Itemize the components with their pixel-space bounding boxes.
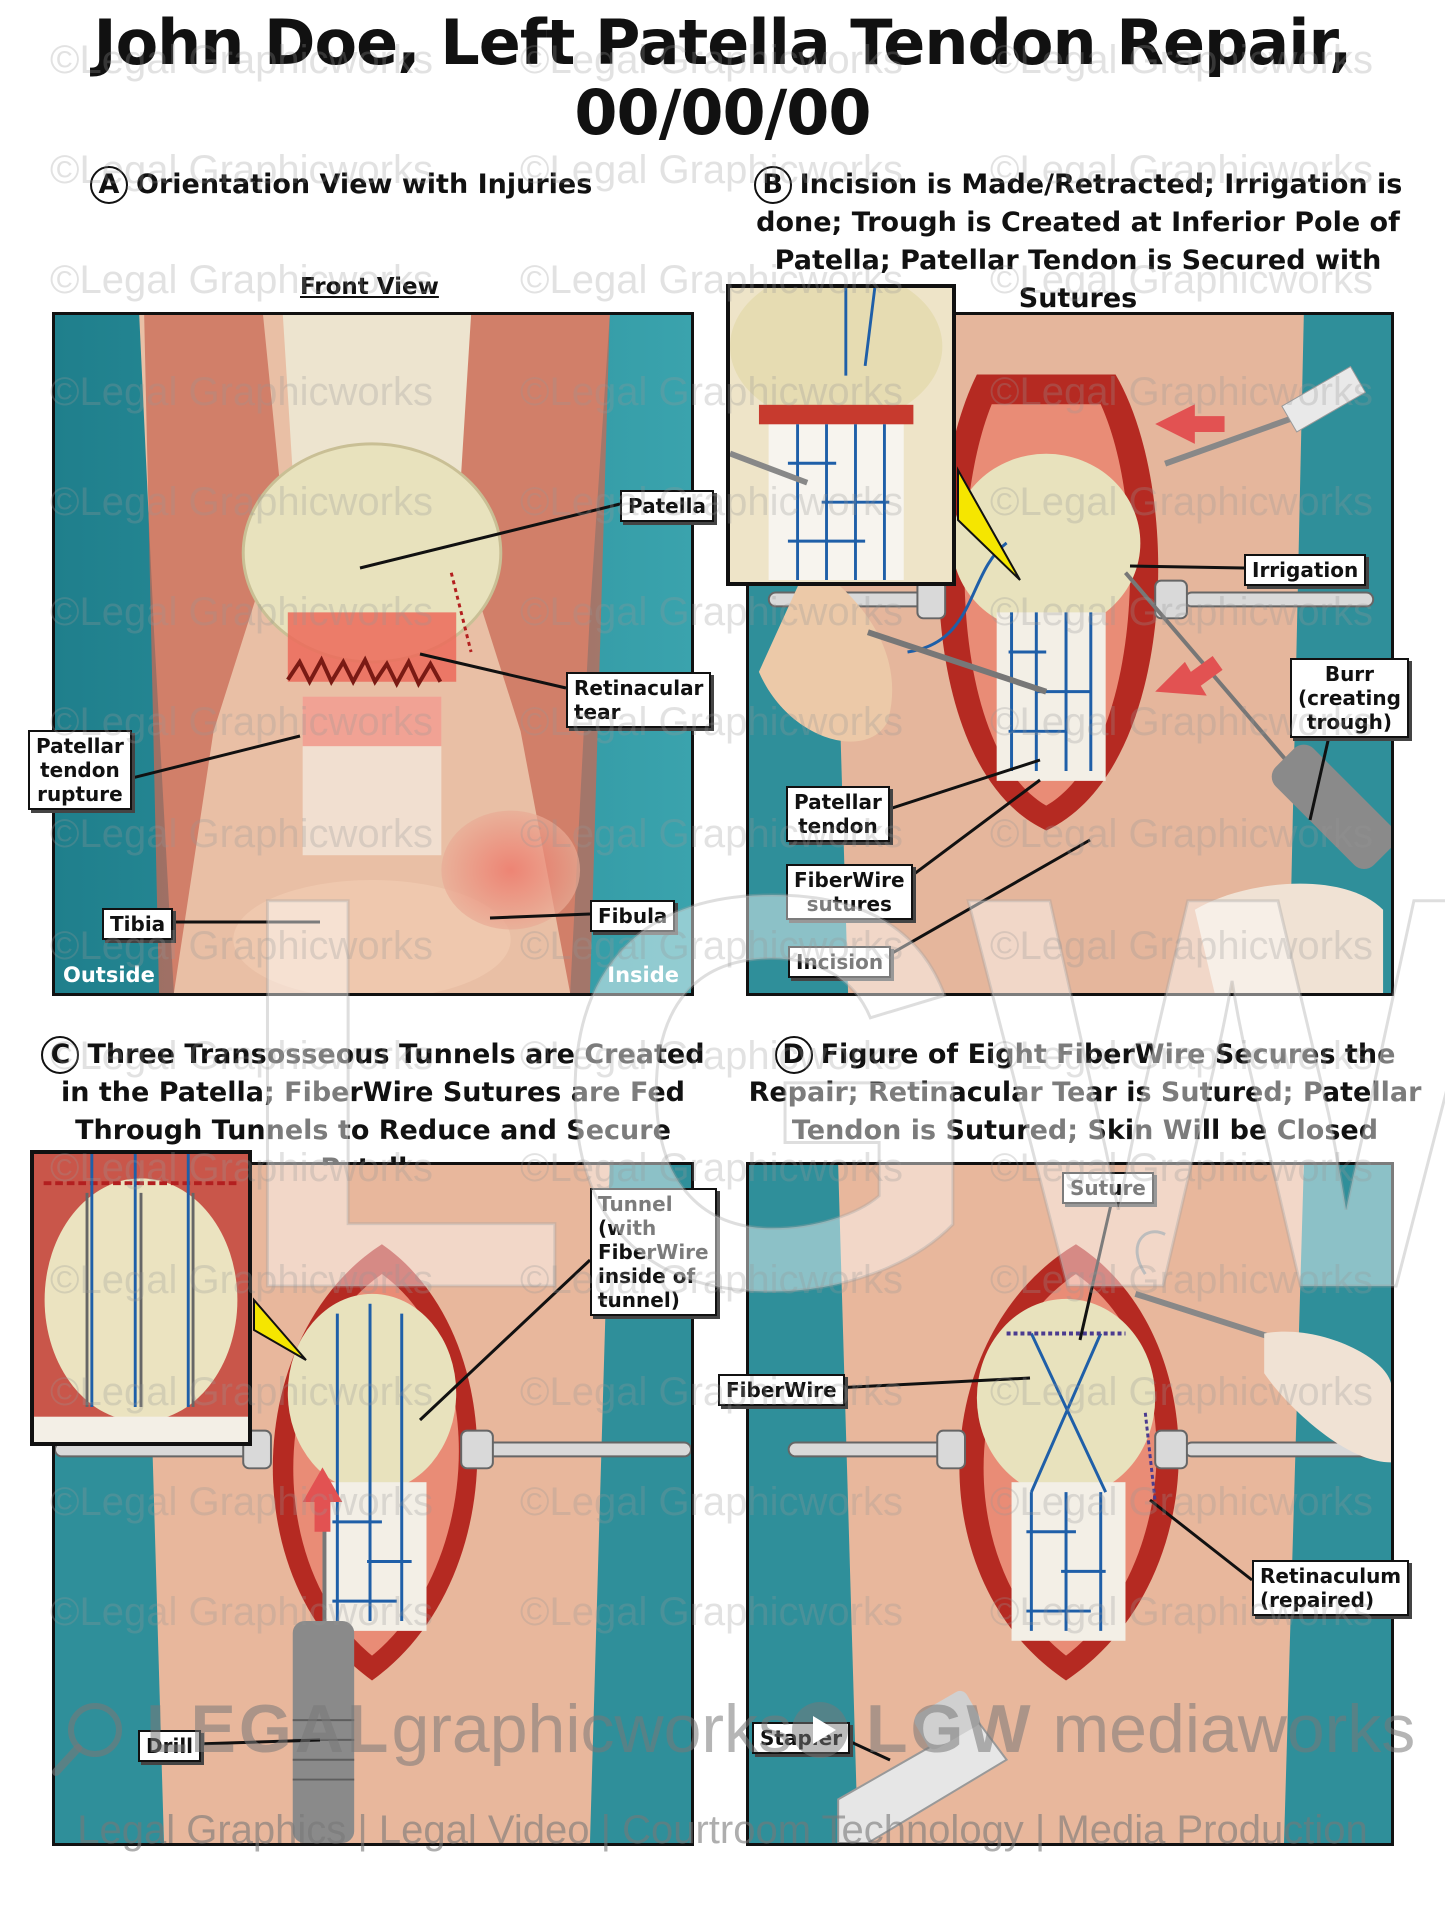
retinaculum-repaired-label: Retinaculum (repaired) (1252, 1560, 1410, 1616)
panel-b-heading-line-3: Patella; Patellar Tendon is Secured with… (774, 245, 1382, 314)
panel-d-heading-line-3: Tendon is Sutured; Skin Will be Closed (791, 1115, 1379, 1146)
forceps (866, 629, 1048, 695)
page-title: John Doe, Left Patella Tendon Repair, 00… (0, 8, 1445, 148)
inside-label: Inside (607, 963, 679, 987)
magnifier-icon (52, 1703, 122, 1776)
bone-tunnels (85, 1192, 195, 1407)
tibia-head (233, 880, 511, 993)
panel-b-letter: B (753, 166, 792, 204)
figure-eight-fiberwire (1026, 1332, 1108, 1631)
retinaculum-repair (1143, 1412, 1157, 1503)
burr-arrow (1155, 655, 1223, 696)
panel-c-heading-line-2: in the Patella; FiberWire Sutures are Fe… (61, 1077, 685, 1108)
title-line-1: John Doe, Left Patella Tendon Repair, (93, 6, 1353, 79)
front-view-label: Front View (300, 274, 439, 300)
patella-label: Patella (620, 490, 714, 522)
fiberwire-sutures (90, 1154, 190, 1407)
patella-bone (730, 288, 943, 425)
incision-label: Incision (788, 946, 892, 978)
patella-bone (976, 1298, 1156, 1498)
fiberwire-label: FiberWire (718, 1374, 845, 1406)
tibia-label: Tibia (102, 908, 174, 940)
thigh-muscle-left (144, 315, 283, 993)
panel-a-letter: A (90, 166, 128, 204)
quadriceps-tendon (282, 315, 472, 474)
fibula-label: Fibula (590, 900, 676, 932)
outside-label: Outside (63, 963, 155, 987)
panel-d-letter: D (774, 1036, 813, 1074)
retractor-right (1154, 579, 1375, 620)
retractor-right (460, 1429, 691, 1470)
panel-c-letter: C (41, 1036, 80, 1074)
patellar-tendon (1011, 1482, 1126, 1641)
patellar-tendon-label: Patellar tendon (786, 786, 890, 842)
title-line-2: 00/00/00 (574, 76, 871, 149)
patellar-tendon (768, 414, 904, 581)
patellar-tendon (322, 1482, 427, 1631)
closure-view (749, 1165, 1391, 1843)
burr-label: Burr (creating trough) (1290, 658, 1409, 738)
patella-bone (952, 453, 1141, 633)
gloved-hand (1264, 1331, 1391, 1463)
panel-b-magnified-inset (726, 284, 956, 586)
fiberwire-sutures-label: FiberWire sutures (786, 864, 913, 920)
gloved-hand-bottom (1194, 883, 1384, 993)
panel-d-heading-line-1: Figure of Eight FiberWire Secures the (820, 1039, 1396, 1070)
drill-arrow (302, 1467, 343, 1532)
fiberwire-sutures (332, 1303, 412, 1621)
knee-front-view (55, 315, 691, 993)
panel-a-heading-text: Orientation View with Injuries (136, 169, 593, 200)
drill-label: Drill (138, 1730, 202, 1762)
irrigation-syringe (1164, 365, 1367, 467)
patellar-tendon (996, 612, 1106, 781)
irrigation-label: Irrigation (1244, 554, 1367, 586)
patella-bone (287, 1293, 457, 1493)
panel-b-heading-line-2: done; Trough is Created at Inferior Pole… (756, 207, 1400, 238)
burr-tool (1123, 571, 1391, 870)
panel-c-magnified-inset (30, 1150, 252, 1446)
tunnel-label: Tunnel (with FiberWire inside of tunnel) (590, 1188, 717, 1316)
patellar-tendon-rupture-label: Patellar tendon rupture (28, 730, 132, 810)
torn-edge (286, 655, 443, 689)
forceps (730, 450, 809, 486)
retinacular-tear-label: Retinacular tear (566, 672, 712, 728)
panel-d-illustration (746, 1162, 1394, 1846)
panel-d-heading-line-2: Repair; Retinacular Tear is Sutured; Pat… (748, 1077, 1422, 1108)
play-icon (792, 1702, 848, 1758)
panel-a-illustration: Outside Inside (52, 312, 694, 996)
panel-a-heading: A Orientation View with Injuries (90, 166, 630, 204)
irrigation-arrow (1155, 404, 1225, 444)
panel-b-heading-line-1: Incision is Made/Retracted; Irrigation i… (799, 169, 1403, 200)
skin-stapler (837, 1690, 1009, 1843)
retractor-left (787, 1429, 966, 1470)
retinacular-tear-mark (449, 572, 473, 653)
suture-label: Suture (1062, 1172, 1154, 1204)
gloved-hand (758, 562, 893, 742)
panel-c-heading-line-1: Three Transosseous Tunnels are Created (87, 1039, 705, 1070)
fiberwire-sutures (787, 288, 890, 581)
